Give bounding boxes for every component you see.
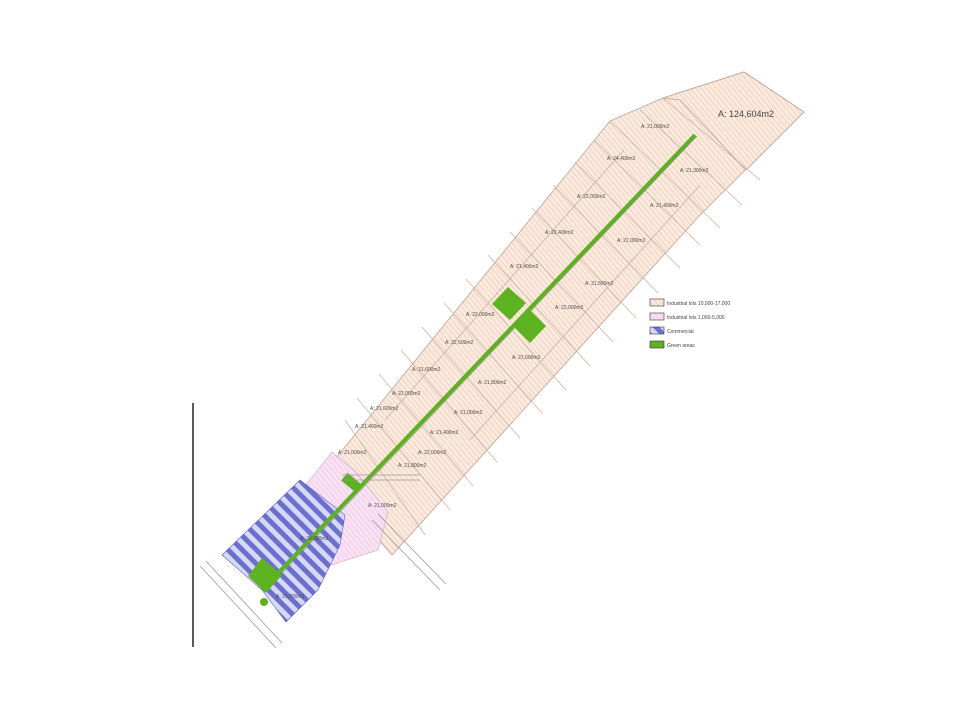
- legend-swatch-green: [649, 340, 665, 349]
- lot-label: A: 21,300m2: [680, 168, 709, 174]
- lot-label: A: 22,500m2: [445, 340, 474, 346]
- legend-label: Green areas: [667, 343, 695, 349]
- central-green-road: [260, 133, 697, 592]
- lot-label: A: 21,000m2: [276, 594, 305, 600]
- lot-label: A: 21,000m2: [641, 124, 670, 130]
- green-area-4: [248, 558, 282, 593]
- commercial-zone: [221, 479, 346, 623]
- lot-label: A: 21,400m2: [650, 203, 679, 209]
- lot-label: A: 21,400m2: [430, 430, 459, 436]
- lot-label: A: 21,600m2: [512, 355, 541, 361]
- lot-label: A: 20,800m2: [300, 536, 329, 542]
- map-legend: Industrial lots 10,000-17,000 Industrial…: [649, 298, 730, 349]
- lot-label: A: 22,400m2: [545, 230, 574, 236]
- lot-label: A: 21,600m2: [412, 367, 441, 373]
- lot-grid: [344, 97, 761, 536]
- large-parcel-label: A: 124,604m2: [718, 109, 774, 119]
- lot-label: A: 21,000m2: [617, 238, 646, 244]
- green-area-2: [514, 310, 546, 343]
- legend-label: Industrial lots 1,000-5,000: [667, 315, 725, 321]
- legend-label: Industrial lots 10,000-17,000: [667, 301, 730, 307]
- lot-label: A: 22,000m2: [466, 312, 495, 318]
- access-roads: [199, 474, 447, 649]
- lot-label: A: 21,800m2: [478, 380, 507, 386]
- green-area-1: [492, 287, 526, 320]
- lot-label: A: 24,400m2: [607, 156, 636, 162]
- central-road-edge: [263, 135, 698, 593]
- lot-label: A: 22,000m2: [577, 194, 606, 200]
- lot-label: A: 21,000m2: [454, 410, 483, 416]
- lot-labels: A: 124,604m2 A: 21,000m2 A: 24,400m2 A: …: [276, 109, 774, 600]
- lot-label: A: 21,400m2: [510, 264, 539, 270]
- legend-swatch-industrial-large: [649, 298, 665, 307]
- legend-swatch-industrial-small: [649, 312, 665, 321]
- lot-label: A: 21,400m2: [355, 424, 384, 430]
- legend-swatch-commercial: [649, 326, 665, 335]
- lot-label: A: 22,000m2: [392, 391, 421, 397]
- lot-label: A: 21,500m2: [585, 281, 614, 287]
- green-area-3: [341, 472, 363, 494]
- legend-label: Commercial: [667, 329, 694, 335]
- green-area-5: [260, 598, 268, 606]
- lot-label: A: 21,600m2: [370, 406, 399, 412]
- lot-label: A: 21,800m2: [398, 463, 427, 469]
- lot-label: A: 21,000m2: [368, 503, 397, 509]
- lot-label: A: 22,000m2: [418, 450, 447, 456]
- lot-label: A: 22,000m2: [555, 305, 584, 311]
- lot-label: A: 21,000m2: [338, 450, 367, 456]
- large-parcel: [662, 71, 805, 171]
